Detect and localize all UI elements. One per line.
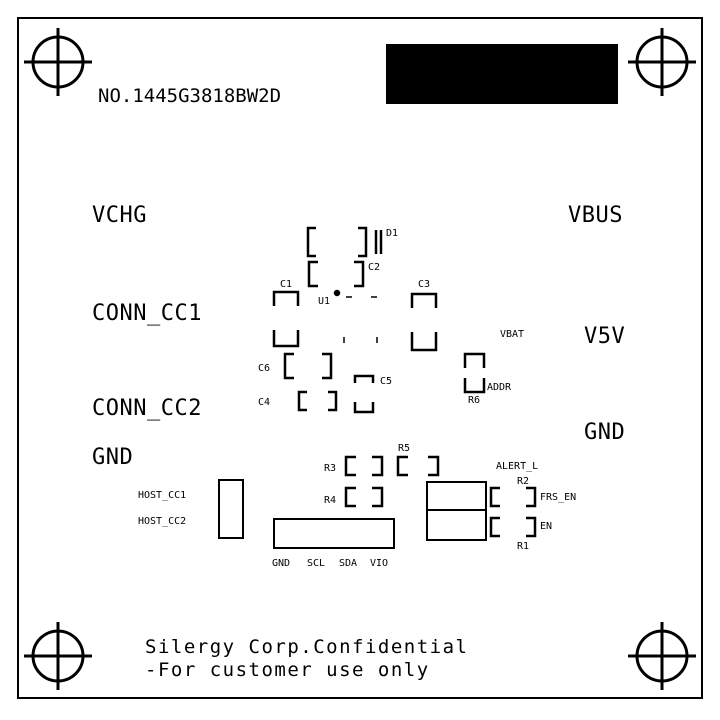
label-r5: R5 [398,443,410,454]
part-number: NO.1445G3818BW2D [98,85,281,107]
resistor-r4 [344,486,384,508]
mounting-hole-top-right [628,28,696,96]
label-c5: C5 [380,376,392,387]
label-v5v: V5V [584,324,625,349]
label-frs-en: FRS_EN [540,492,576,503]
label-addr: ADDR [487,382,512,393]
mounting-hole-top-left [24,28,92,96]
label-r1: R1 [517,541,529,552]
capacitor-c6 [283,352,333,380]
label-c3: C3 [418,279,430,290]
host-cc-pad [218,479,244,539]
label-vchg: VCHG [92,203,147,228]
label-host-cc2: HOST_CC2 [138,516,186,527]
capacitor-c2 [307,260,365,288]
header-pin-vio: VIO [370,558,388,569]
header-pin-sda: SDA [339,558,357,569]
label-host-cc1: HOST_CC1 [138,490,186,501]
header-pin-gnd: GND [272,558,290,569]
label-c1: C1 [280,279,292,290]
label-c2: C2 [368,262,380,273]
label-c6: C6 [258,363,270,374]
label-vbat: VBAT [500,329,524,340]
marking-block [386,44,618,104]
label-conn-cc2: CONN_CC2 [92,396,202,421]
label-en: EN [540,521,552,532]
test-pad-upper [426,481,487,511]
i2c-header [273,518,395,549]
capacitor-c4 [297,390,338,412]
diode-d1 [306,226,383,258]
label-r4: R4 [324,495,336,506]
ic-u1 [333,289,378,343]
label-u1: U1 [318,296,330,307]
resistor-r1 [489,516,537,538]
label-gnd-right: GND [584,420,625,445]
label-r6: R6 [468,395,480,406]
label-r2: R2 [517,476,529,487]
resistor-r3 [344,455,384,477]
label-c4: C4 [258,397,270,408]
test-pad-lower [426,509,487,541]
footer-customer-use: -For customer use only [145,659,430,681]
footer-confidential: Silergy Corp.Confidential [145,636,468,658]
mounting-hole-bottom-left [24,622,92,690]
label-d1: D1 [386,228,398,239]
label-alert-l: ALERT_L [496,461,538,472]
label-conn-cc1: CONN_CC1 [92,301,202,326]
resistor-r2 [489,486,537,508]
board-outline [17,17,703,699]
label-gnd-left: GND [92,445,133,470]
resistor-r5 [396,455,440,477]
capacitor-c5 [353,374,375,414]
resistor-r6 [463,352,486,394]
label-vbus: VBUS [568,203,623,228]
mounting-hole-bottom-right [628,622,696,690]
capacitor-c1 [272,290,300,348]
header-pin-scl: SCL [307,558,325,569]
label-r3: R3 [324,463,336,474]
capacitor-c3 [410,292,438,352]
